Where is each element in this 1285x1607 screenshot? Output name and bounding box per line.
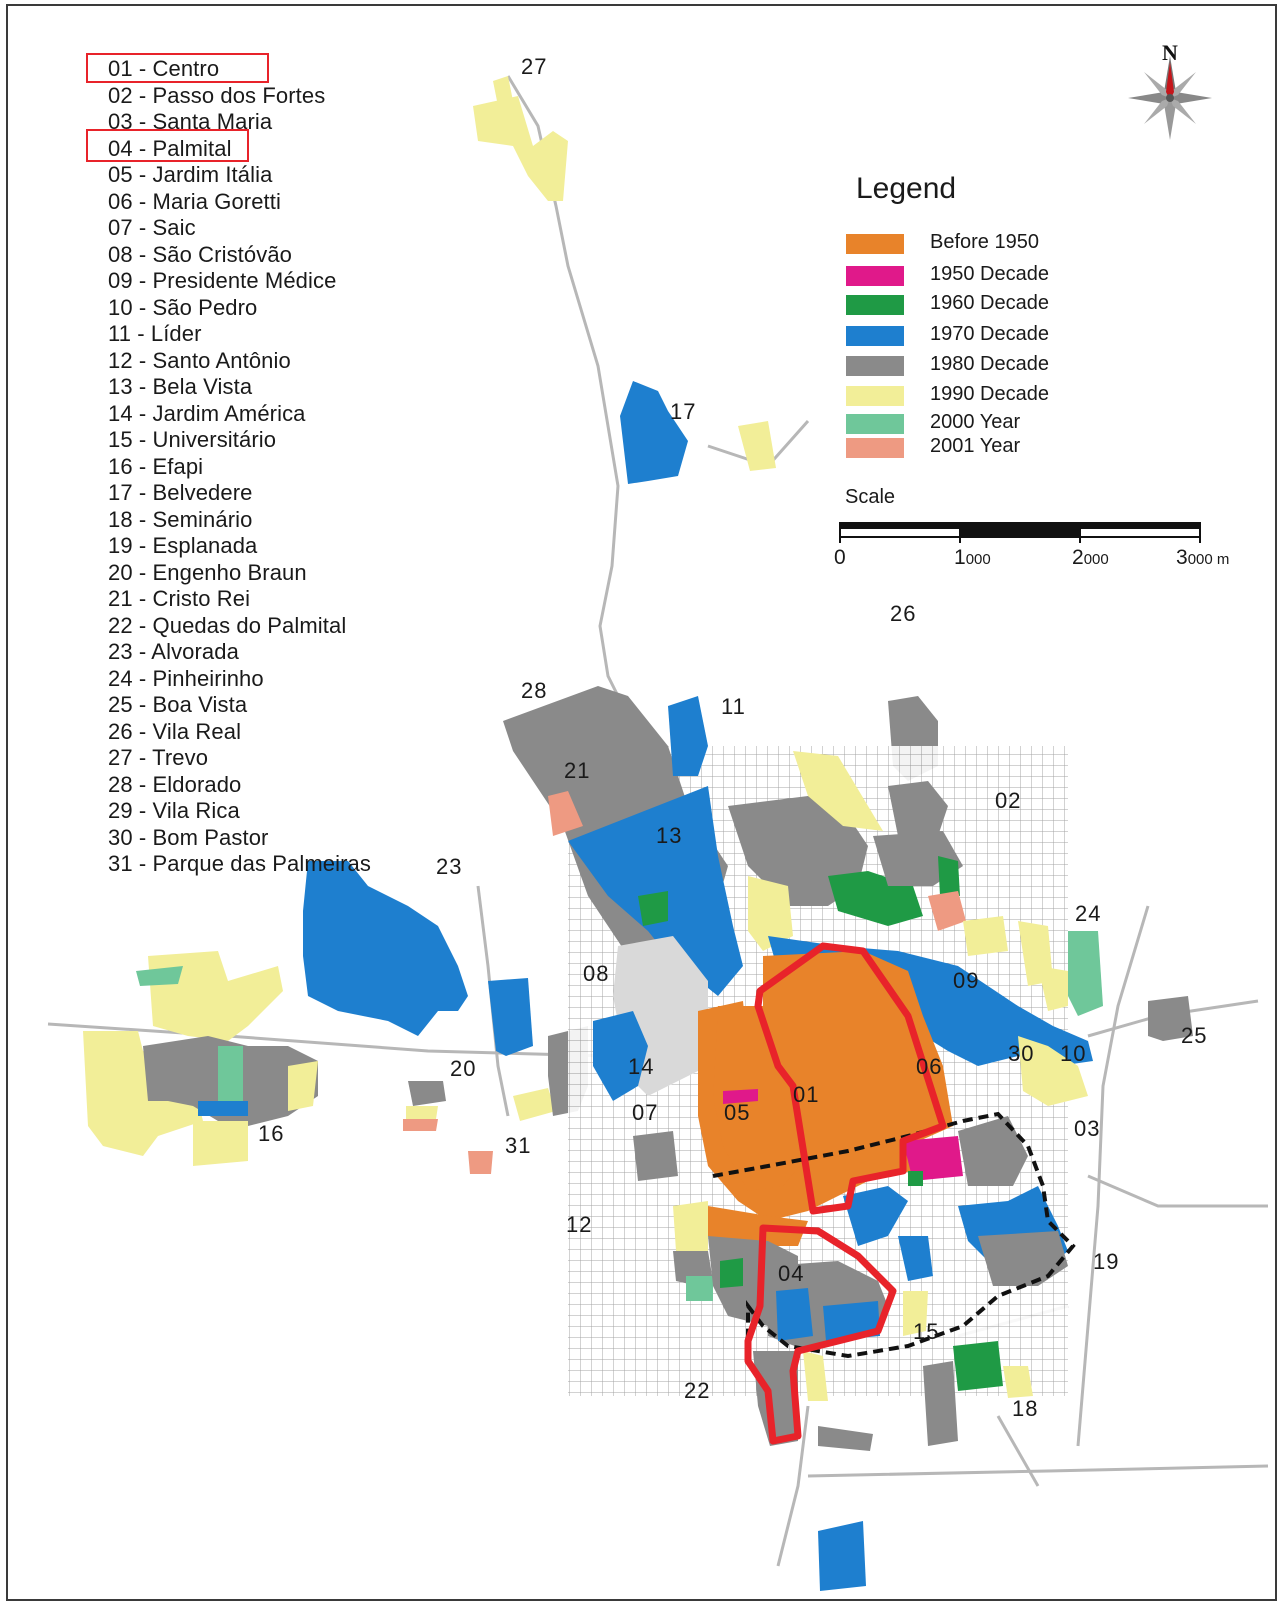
scale-tick-label: 2000: [1072, 546, 1109, 569]
north-arrow: N: [1120, 40, 1220, 151]
highlight-palmital-box: [86, 129, 249, 162]
map-label-25: 25: [1181, 1023, 1208, 1048]
scale-tick-label: 3000 m: [1176, 546, 1230, 569]
map-label-02: 02: [995, 788, 1022, 813]
district-list-item: 17 - Belvedere: [108, 480, 253, 505]
legend-swatch: [846, 234, 904, 254]
legend-swatch: [846, 266, 904, 286]
district-list-item: 12 - Santo Antônio: [108, 347, 291, 373]
scale-bar: Scale 0 1000 2000 3000 m: [834, 486, 1258, 586]
map-label-24: 24: [1075, 901, 1102, 926]
legend-label: 1980 Decade: [930, 353, 1049, 375]
legend-swatch: [846, 438, 904, 458]
district-list-item: 25 - Boa Vista: [108, 692, 248, 717]
map-label-05: 05: [724, 1100, 751, 1125]
district-list-item: 24 - Pinheirinho: [108, 665, 264, 691]
legend-swatch: [846, 326, 904, 346]
city-map: [47, 75, 1269, 1591]
scale-tick-label: 1000: [954, 546, 991, 569]
map-label-27: 27: [521, 54, 548, 79]
map-label-30: 30: [1008, 1041, 1035, 1066]
district-list-item: 13 - Bela Vista: [108, 374, 253, 399]
legend-label: 1990 Decade: [930, 383, 1049, 405]
compass-rose-icon: [1128, 56, 1212, 140]
district-list-item: 11 - Líder: [108, 321, 202, 346]
district-list-item: 14 - Jardim América: [108, 400, 306, 426]
district-list-item: 06 - Maria Goretti: [108, 188, 281, 214]
scale-tick-label: 0: [834, 546, 846, 569]
district-list-item: 07 - Saic: [108, 215, 196, 240]
map-label-13: 13: [656, 823, 683, 848]
district-list-item: 01 - Centro: [108, 56, 220, 81]
map-label-10: 10: [1060, 1041, 1087, 1066]
map-label-09: 09: [953, 968, 980, 993]
scale-title: Scale: [845, 486, 896, 508]
map-label-28: 28: [521, 678, 548, 703]
map-label-23: 23: [436, 854, 463, 879]
map-label-04: 04: [778, 1261, 805, 1286]
district-list-item: 18 - Seminário: [108, 506, 253, 532]
map-label-19: 19: [1093, 1249, 1120, 1274]
district-list-item: 31 - Parque das Palmeiras: [108, 851, 371, 876]
district-list-item: 08 - São Cristóvão: [108, 241, 292, 267]
district-list-item: 04 - Palmital: [108, 135, 232, 161]
map-label-20: 20: [450, 1056, 477, 1081]
district-list-item: 30 - Bom Pastor: [108, 824, 269, 850]
map-label-08: 08: [583, 961, 610, 986]
district-list-item: 20 - Engenho Braun: [108, 559, 307, 585]
district-list-item: 28 - Eldorado: [108, 771, 242, 797]
map-label-26: 26: [890, 601, 917, 626]
map-label-03: 03: [1074, 1116, 1101, 1141]
map-label-06: 06: [916, 1054, 943, 1079]
map-label-11: 11: [721, 694, 746, 719]
legend-swatch: [846, 295, 904, 315]
centro-outline: [754, 942, 947, 1215]
map-label-17: 17: [670, 399, 697, 424]
legend-label: 2001 Year: [930, 435, 1021, 457]
district-list-item: 02 - Passo dos Fortes: [108, 82, 326, 108]
legend-label: 2000 Year: [930, 411, 1021, 433]
legend-swatch: [846, 414, 904, 434]
district-list-item: 16 - Efapi: [108, 453, 204, 479]
district-list-item: 21 - Cristo Rei: [108, 586, 251, 611]
district-list-item: 29 - Vila Rica: [108, 798, 240, 823]
legend-label: 1960 Decade: [930, 292, 1049, 314]
map-label-14: 14: [628, 1054, 655, 1079]
district-list-item: 10 - São Pedro: [108, 294, 258, 320]
compass-letter: N: [1162, 40, 1178, 65]
map-label-12: 12: [566, 1212, 593, 1237]
district-list-item: 19 - Esplanada: [108, 533, 258, 558]
district-list-item: 05 - Jardim Itália: [108, 162, 273, 187]
map-label-22: 22: [684, 1378, 711, 1403]
district-list-item: 22 - Quedas do Palmital: [108, 612, 347, 638]
district-list-item: 27 - Trevo: [108, 745, 209, 770]
district-list-item: 23 - Alvorada: [108, 639, 239, 664]
map-label-01: 01: [793, 1082, 820, 1107]
legend-swatch: [846, 386, 904, 406]
legend-swatch: [846, 356, 904, 376]
district-list-item: 15 - Universitário: [108, 427, 277, 452]
legend-label: 1970 Decade: [930, 323, 1049, 345]
map-label-18: 18: [1012, 1396, 1039, 1421]
map-label-21: 21: [564, 758, 591, 783]
scale-bar-graphic: [839, 522, 1201, 543]
outlying-areas: [83, 76, 1193, 1591]
map-label-31: 31: [505, 1133, 532, 1158]
legend-label: Before 1950: [930, 231, 1039, 253]
map-label-16: 16: [258, 1121, 285, 1146]
district-list-item: 09 - Presidente Médice: [108, 268, 337, 293]
map-label-07: 07: [632, 1100, 659, 1125]
highlight-centro-box: [86, 53, 269, 83]
district-list-item: 26 - Vila Real: [108, 718, 242, 744]
legend-title: Legend: [856, 172, 957, 205]
palmital-outline: [744, 1224, 897, 1445]
legend-label: 1950 Decade: [930, 263, 1049, 285]
legend: Legend Before 1950 1950 Decade 1960 Decade…: [846, 172, 1049, 458]
map-label-15: 15: [913, 1319, 940, 1344]
